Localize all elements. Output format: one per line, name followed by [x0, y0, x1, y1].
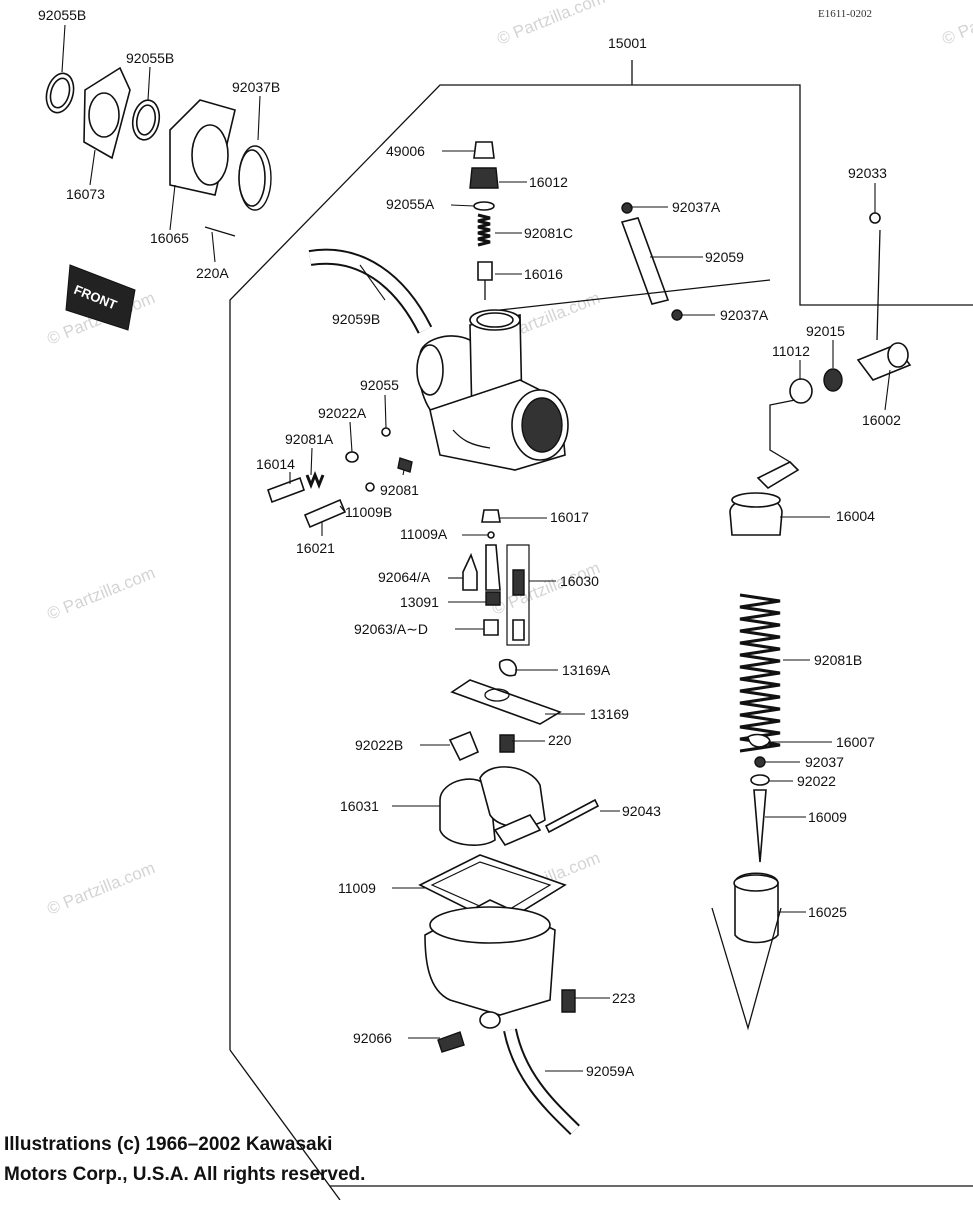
part-label-16025: 16025: [808, 904, 847, 920]
part-label-16002: 16002: [862, 412, 901, 428]
drain-hose-92059a: [505, 1028, 579, 1134]
part-label-92059: 92059: [705, 249, 744, 265]
part-label-92055B-2: 92055B: [126, 50, 174, 66]
front-arrow-sign: FRONT: [65, 264, 136, 331]
diagram-code: E1611-0202: [818, 8, 872, 20]
svg-text:© Partzilla.com: © Partzilla.com: [44, 858, 157, 919]
part-label-16021: 16021: [296, 540, 335, 556]
copyright-line-1: Illustrations (c) 1966–2002 Kawasaki: [4, 1134, 333, 1155]
carb-top-parts: [469, 141, 499, 300]
part-label-220: 220: [548, 732, 572, 748]
pipe-92059: [620, 202, 683, 321]
part-label-92063-A-D: 92063/A∼D: [354, 621, 428, 637]
part-label-16012: 16012: [529, 174, 568, 190]
part-label-92037A: 92037A: [672, 199, 721, 215]
part-label-16007: 16007: [836, 734, 875, 750]
part-label-92059B: 92059B: [332, 311, 380, 327]
part-label-92081B: 92081B: [814, 652, 862, 668]
jets: [462, 509, 530, 677]
part-label-92022B: 92022B: [355, 737, 403, 753]
part-label-16004: 16004: [836, 508, 875, 524]
svg-text:© Partzilla.com: © Partzilla.com: [44, 563, 157, 624]
part-label-92037: 92037: [805, 754, 844, 770]
svg-text:© Partzilla.com: © Partzilla.com: [494, 0, 607, 49]
part-label-11009B: 11009B: [345, 504, 392, 520]
part-label-92022A: 92022A: [318, 405, 367, 421]
part-label-49006: 49006: [386, 143, 425, 159]
copyright-line-2: Motors Corp., U.S.A. All rights reserved…: [4, 1164, 366, 1185]
part-label-92081A: 92081A: [285, 431, 334, 447]
part-label-92015: 92015: [806, 323, 845, 339]
part-label-92033: 92033: [848, 165, 887, 181]
plate-13169: [450, 679, 562, 725]
part-label-92055A: 92055A: [386, 196, 435, 212]
part-label-16009: 16009: [808, 809, 847, 825]
part-label-16031: 16031: [340, 798, 379, 814]
assembly-boundary: [229, 60, 973, 1201]
part-label-92064-A: 92064/A: [378, 569, 431, 585]
part-label-16017: 16017: [550, 509, 589, 525]
part-label-92037B: 92037B: [232, 79, 280, 95]
float-bowl: [424, 899, 576, 1053]
part-label-13169: 13169: [590, 706, 629, 722]
part-label-11009A: 11009A: [400, 526, 448, 542]
part-label-11009: 11009: [338, 880, 376, 896]
part-labels: 92055B 92055B 92037B 16073 16065 220A 15001 490…: [38, 7, 901, 1079]
part-label-16073: 16073: [66, 186, 105, 202]
part-label-223: 223: [612, 990, 636, 1006]
part-label-13169A: 13169A: [562, 662, 611, 678]
spring-92081b: [739, 593, 781, 753]
carburetor-body: [416, 279, 771, 471]
part-label-15001: 15001: [608, 35, 647, 51]
part-label-220A: 220A: [196, 265, 229, 281]
intake-parts: [45, 66, 272, 237]
part-label-13091: 13091: [400, 594, 439, 610]
part-label-16014: 16014: [256, 456, 295, 472]
leader-lines: [61, 24, 891, 1072]
part-label-16016: 16016: [524, 266, 563, 282]
part-label-92037A-2: 92037A: [720, 307, 769, 323]
part-label-92066: 92066: [353, 1030, 392, 1046]
part-label-92059A: 92059A: [586, 1063, 635, 1079]
svg-text:© Partzilla.com: © Partzilla.com: [939, 0, 973, 49]
part-label-11012: 11012: [772, 343, 810, 359]
part-label-16030: 16030: [560, 573, 599, 589]
part-label-92043: 92043: [622, 803, 661, 819]
part-label-92055B: 92055B: [38, 7, 86, 23]
part-label-92055: 92055: [360, 377, 399, 393]
right-side-parts: [729, 212, 912, 536]
part-label-16065: 16065: [150, 230, 189, 246]
float-assembly: [439, 730, 600, 846]
needle-and-slide: [711, 733, 782, 1031]
part-label-92022: 92022: [797, 773, 836, 789]
part-label-92081: 92081: [380, 482, 419, 498]
part-label-92081C: 92081C: [524, 225, 573, 241]
